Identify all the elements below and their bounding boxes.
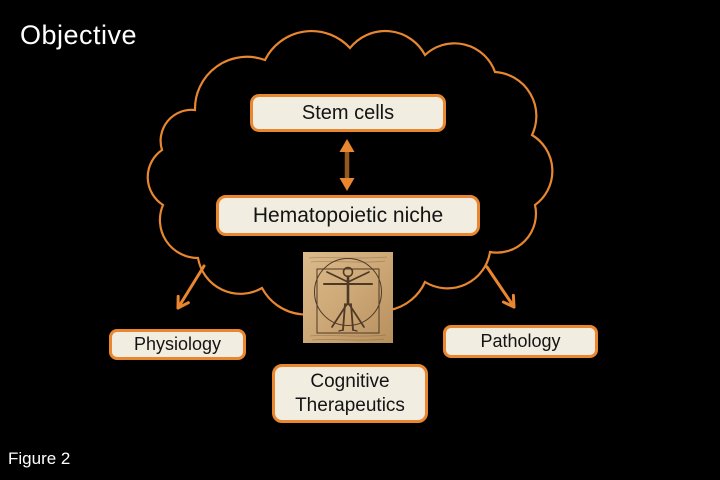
node-stem-cells-label: Stem cells bbox=[301, 101, 395, 124]
node-pathology: Pathology bbox=[443, 325, 598, 358]
bidirectional-arrow-icon bbox=[339, 139, 355, 191]
node-cognitive-therapeutics-label: Cognitive Therapeutics bbox=[295, 371, 405, 416]
vitruvian-man-image bbox=[303, 252, 393, 343]
node-cognitive-therapeutics: Cognitive Therapeutics bbox=[272, 364, 428, 423]
node-physiology: Physiology bbox=[109, 329, 246, 360]
node-physiology-label: Physiology bbox=[133, 334, 222, 354]
slide-title: Objective bbox=[20, 20, 138, 50]
node-hematopoietic-niche-label: Hematopoietic niche bbox=[252, 203, 444, 227]
figure-label: Figure 2 bbox=[8, 449, 71, 468]
cloud-outline bbox=[146, 29, 554, 316]
arrow-to-physiology bbox=[176, 264, 206, 310]
arrow-to-pathology bbox=[485, 265, 516, 309]
node-stem-cells: Stem cells bbox=[250, 94, 446, 132]
node-pathology-label: Pathology bbox=[480, 331, 561, 351]
node-hematopoietic-niche: Hematopoietic niche bbox=[216, 195, 480, 236]
